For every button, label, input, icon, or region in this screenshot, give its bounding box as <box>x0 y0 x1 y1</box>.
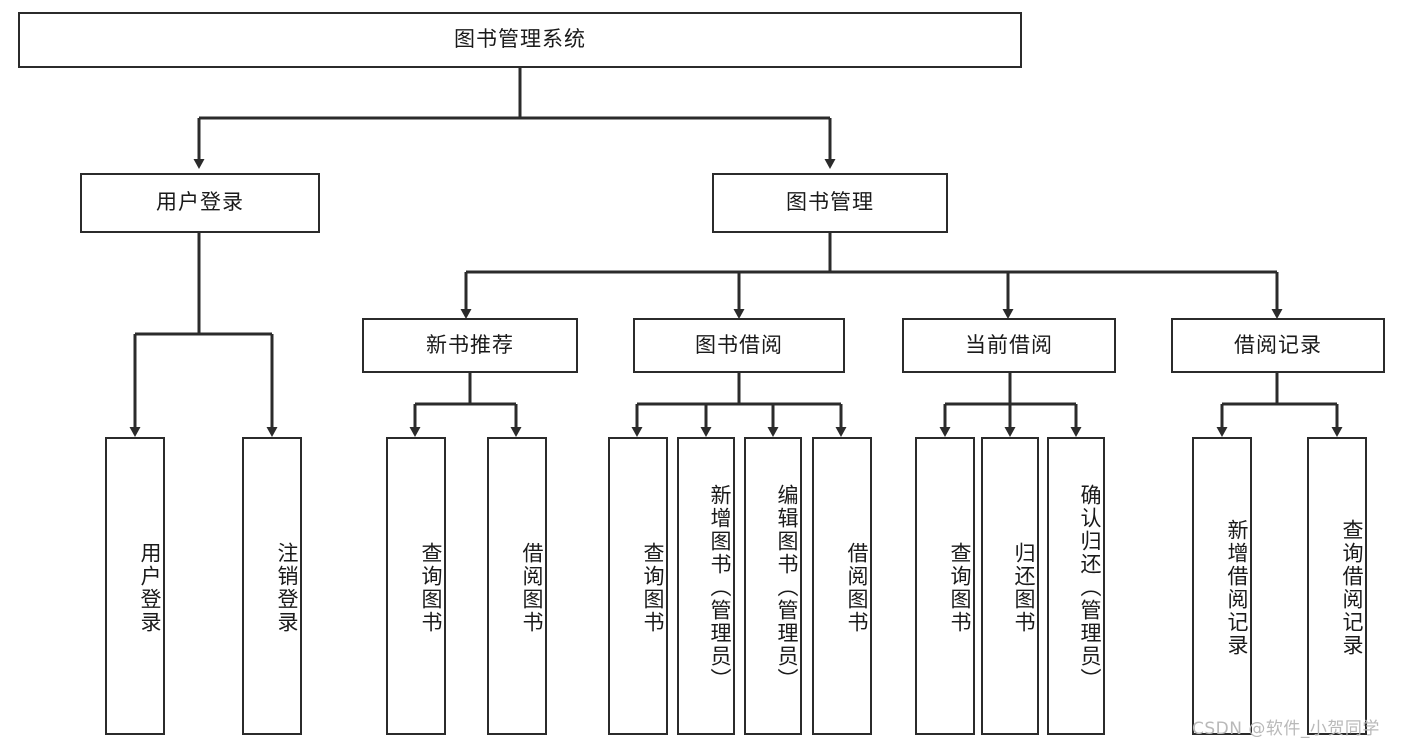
node-book-management[interactable]: 图书管理 <box>712 173 948 233</box>
leaf-edit-book-admin[interactable]: 编辑图书（管理员） <box>744 437 802 735</box>
leaf-borrow-book[interactable]: 借阅图书 <box>812 437 872 735</box>
leaf-add-book-admin[interactable]: 新增图书（管理员） <box>677 437 735 735</box>
node-book-borrow[interactable]: 图书借阅 <box>633 318 845 373</box>
csdn-watermark: CSDN @软件_小贺同学 <box>1192 719 1380 739</box>
node-root[interactable]: 图书管理系统 <box>18 12 1022 68</box>
leaf-return-book[interactable]: 归还图书 <box>981 437 1039 735</box>
leaf-user-login[interactable]: 用户登录 <box>105 437 165 735</box>
leaf-query-book-borrow[interactable]: 查询图书 <box>608 437 668 735</box>
leaf-query-book-recommend[interactable]: 查询图书 <box>386 437 446 735</box>
leaf-logout[interactable]: 注销登录 <box>242 437 302 735</box>
leaf-add-borrow-record[interactable]: 新增借阅记录 <box>1192 437 1252 735</box>
node-new-book-recommend[interactable]: 新书推荐 <box>362 318 578 373</box>
leaf-confirm-return-admin[interactable]: 确认归还（管理员） <box>1047 437 1105 735</box>
leaf-query-borrow-record[interactable]: 查询借阅记录 <box>1307 437 1367 735</box>
node-current-borrow[interactable]: 当前借阅 <box>902 318 1116 373</box>
leaf-borrow-book-recommend[interactable]: 借阅图书 <box>487 437 547 735</box>
leaf-query-book-current[interactable]: 查询图书 <box>915 437 975 735</box>
node-borrow-records[interactable]: 借阅记录 <box>1171 318 1385 373</box>
node-user-login[interactable]: 用户登录 <box>80 173 320 233</box>
